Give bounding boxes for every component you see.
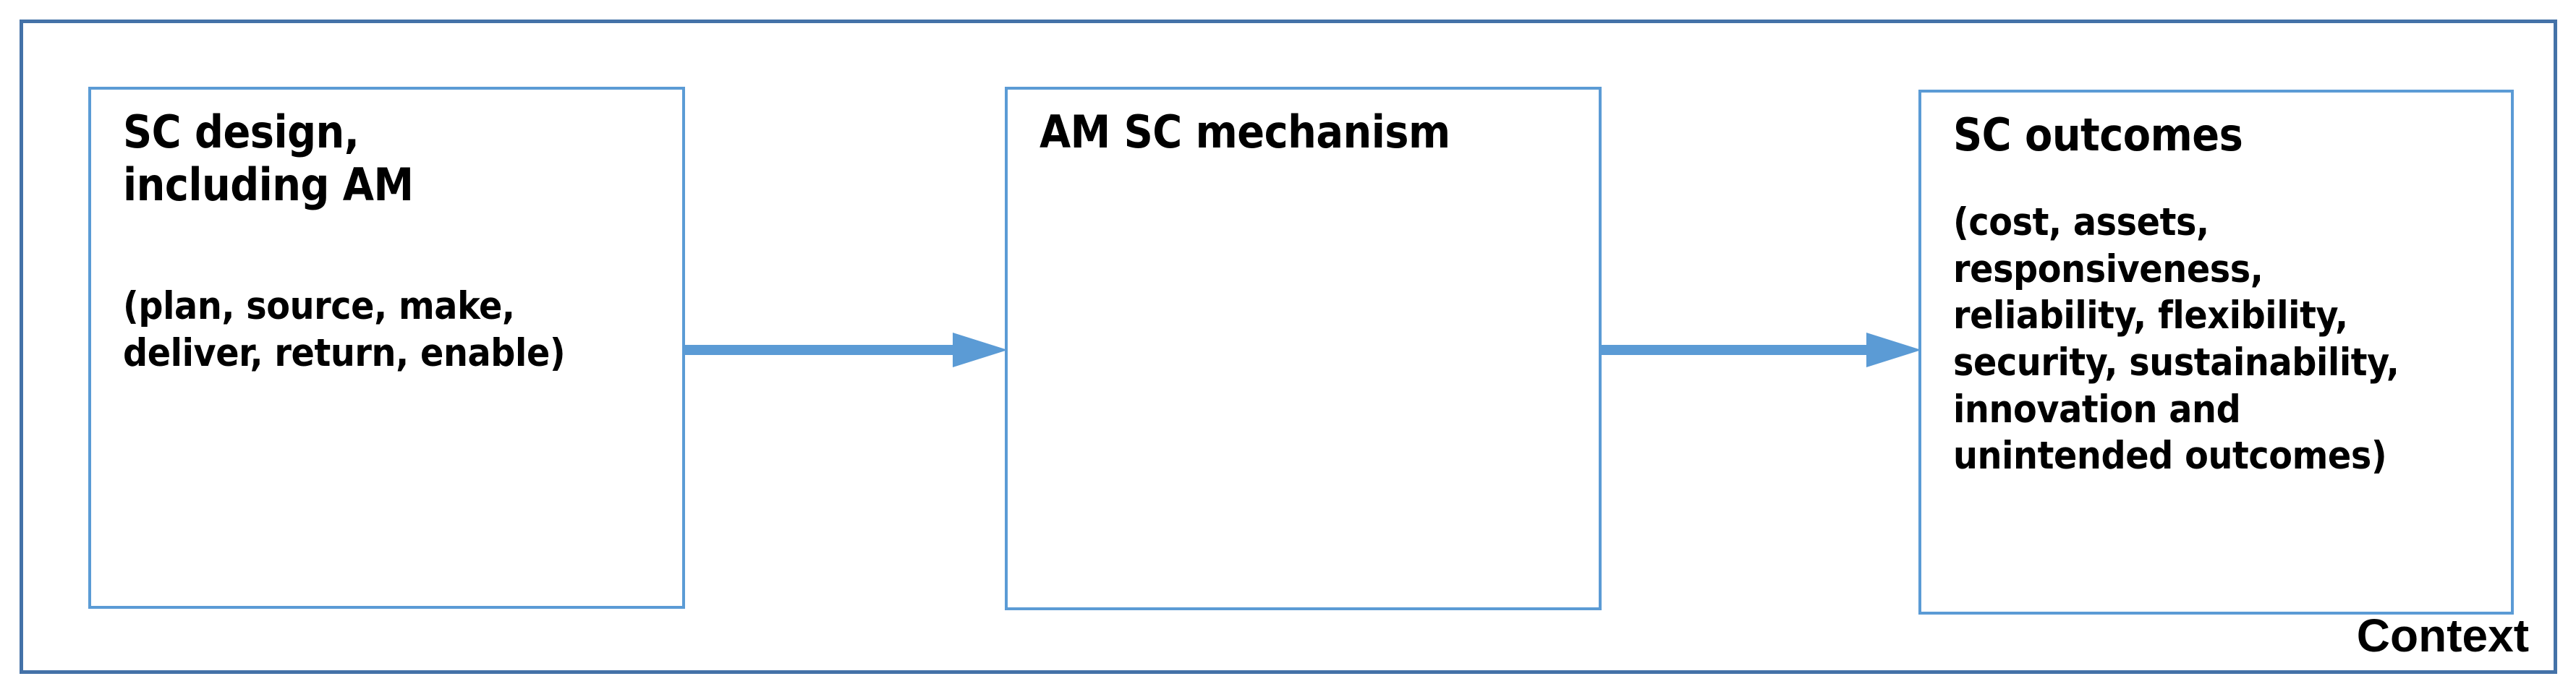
stage-box-content: SC outcomes (cost, assets, responsivenes… [1921, 93, 2511, 612]
stage-box-content: SC design, including AM (plan, source, m… [91, 90, 682, 606]
context-frame: SC design, including AM (plan, source, m… [20, 20, 2557, 674]
sc-outcomes-title: SC outcomes [1953, 108, 2243, 161]
stage-box-am-sc-mechanism[interactable]: AM SC mechanism [1005, 87, 1602, 610]
stage-box-sc-outcomes[interactable]: SC outcomes (cost, assets, responsivenes… [1918, 90, 2514, 615]
stage-box-sc-design[interactable]: SC design, including AM (plan, source, m… [88, 87, 685, 609]
arrow-mechanism-to-outcomes-icon [1600, 328, 1921, 372]
am-sc-mechanism-title: AM SC mechanism [1040, 106, 1450, 158]
stage-box-content: AM SC mechanism [1008, 90, 1599, 607]
sc-outcomes-detail: (cost, assets, responsiveness, reliabili… [1953, 200, 2399, 479]
sc-design-title: SC design, including AM [123, 106, 414, 212]
sc-design-detail: (plan, source, make, deliver, return, en… [123, 284, 566, 375]
arrow-design-to-mechanism-icon [684, 328, 1008, 372]
context-label: Context [2356, 610, 2529, 662]
